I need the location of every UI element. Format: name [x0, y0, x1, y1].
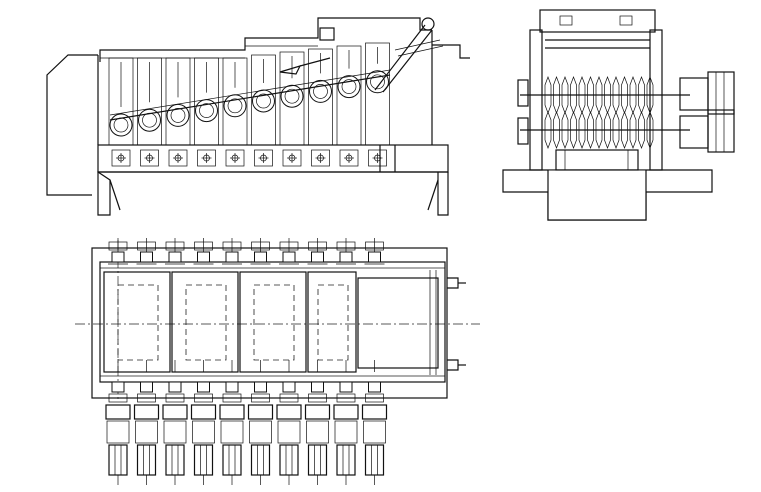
- disc-row-upper: [544, 76, 654, 114]
- plan-bearing-top: [165, 238, 185, 265]
- plan-bearing-top: [136, 238, 157, 265]
- front-roller: [222, 57, 248, 167]
- disc: [561, 111, 569, 149]
- plan-motor: [105, 404, 131, 485]
- plan-motor: [162, 404, 188, 485]
- plan-bearing-bottom: [222, 360, 242, 403]
- front-roller: [251, 54, 276, 167]
- plan-bearing-bottom: [194, 360, 213, 403]
- plan-bearing-top: [364, 238, 385, 265]
- plan-motor: [276, 404, 302, 485]
- plan-bearing-top: [307, 238, 328, 265]
- disc: [646, 76, 654, 114]
- plan-bearing-bottom: [108, 360, 128, 403]
- plan-motor: [219, 404, 245, 485]
- disc: [638, 76, 645, 114]
- front-roller-group: [108, 42, 390, 167]
- plan-bearing-top: [108, 238, 128, 265]
- plan-bearing-top: [279, 238, 299, 265]
- plan-bearing-top: [250, 238, 271, 265]
- disc: [629, 76, 637, 114]
- motor-upper: [679, 71, 735, 115]
- plan-motor: [247, 404, 274, 485]
- plan-motor-row: [105, 404, 388, 485]
- disc: [612, 76, 620, 114]
- plan-motor: [133, 404, 160, 485]
- disc: [638, 111, 645, 149]
- plan-bearing-bottom: [365, 360, 384, 403]
- plan-bearing-bottom: [279, 360, 299, 403]
- plan-bearing-bottom: [165, 360, 185, 403]
- plan-bearing-top: [336, 238, 356, 265]
- plan-bearing-top: [222, 238, 242, 265]
- disc: [587, 76, 594, 114]
- disc: [604, 111, 611, 149]
- disc: [621, 111, 628, 149]
- disc: [646, 111, 654, 149]
- disc: [561, 76, 569, 114]
- disc: [570, 111, 577, 149]
- disc: [553, 111, 560, 149]
- plan-motor: [190, 404, 217, 485]
- disc: [612, 111, 620, 149]
- plan-view: [75, 238, 480, 485]
- front-roller: [165, 57, 191, 167]
- disc: [595, 76, 603, 114]
- front-roller: [279, 51, 305, 167]
- disc: [578, 76, 586, 114]
- plan-bearing-bottom: [308, 360, 327, 403]
- front-roller: [194, 57, 219, 167]
- disc: [578, 111, 586, 149]
- side-section-view: [502, 9, 735, 221]
- disc: [595, 111, 603, 149]
- disc: [604, 76, 611, 114]
- disc: [544, 76, 552, 114]
- plan-bearing-top: [193, 238, 214, 265]
- plan-bottom-bearing-row: [108, 360, 384, 403]
- front-roller: [308, 48, 333, 167]
- disc: [629, 111, 637, 149]
- plan-bearing-bottom: [137, 360, 156, 403]
- disc: [570, 76, 577, 114]
- disc: [621, 76, 628, 114]
- disc-row-lower: [544, 111, 654, 149]
- plan-bearing-bottom: [251, 360, 270, 403]
- plan-motor: [333, 404, 359, 485]
- front-elevation-view: [46, 17, 470, 216]
- front-roller: [336, 45, 362, 167]
- front-roller: [365, 42, 390, 167]
- disc: [553, 76, 560, 114]
- disc: [544, 111, 552, 149]
- disc: [587, 111, 594, 149]
- plan-bearing-bottom: [336, 360, 356, 403]
- motor-lower: [679, 109, 735, 153]
- plan-motor: [304, 404, 331, 485]
- plan-top-bearing-row: [108, 238, 385, 265]
- plan-motor: [361, 404, 388, 485]
